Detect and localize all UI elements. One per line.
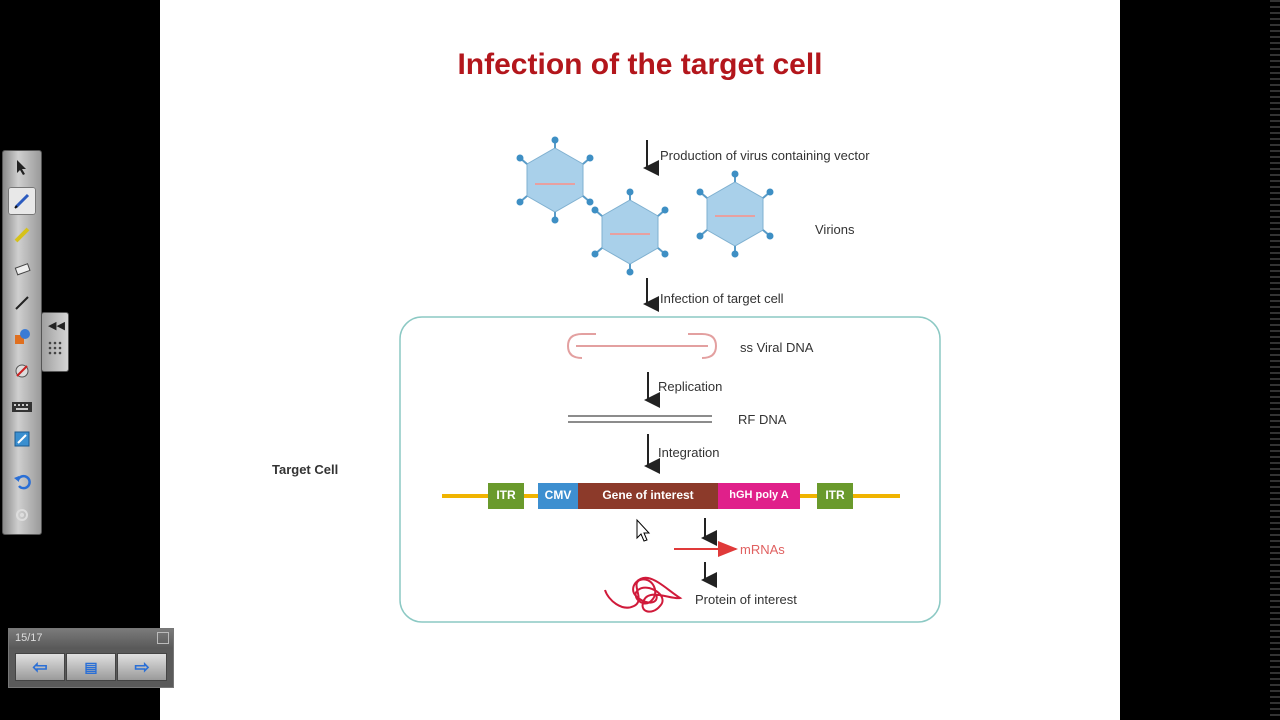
itr-right-block (817, 483, 853, 509)
diagram (399, 136, 941, 623)
settings-icon[interactable] (8, 501, 36, 529)
polya-label: hGH poly A (729, 489, 789, 501)
notebook-icon[interactable] (8, 425, 36, 453)
itr-left-block (488, 483, 524, 509)
gene-label: Gene of interest (602, 488, 694, 502)
virion-icon (696, 170, 774, 258)
rf-dna-icon (568, 415, 712, 423)
label-virions: Virions (815, 222, 855, 237)
polya-block (718, 483, 800, 509)
label-ss-viral-dna: ss Viral DNA (740, 340, 814, 355)
label-integration: Integration (658, 445, 720, 460)
target-cell-box (399, 316, 941, 623)
label-production: Production of virus containing vector (660, 148, 870, 163)
grip-icon (48, 341, 62, 355)
keyboard-icon[interactable] (8, 393, 36, 421)
eraser-icon[interactable] (8, 255, 36, 283)
pen-icon[interactable] (8, 187, 36, 215)
previous-slide-button[interactable]: ⇦ (15, 653, 65, 681)
shapes-icon[interactable] (8, 323, 36, 351)
itr-left-label: ITR (496, 488, 516, 502)
line-icon[interactable] (8, 289, 36, 317)
cmv-label: CMV (544, 488, 572, 502)
slide-menu-button[interactable]: ▤ (66, 653, 116, 681)
double-chevron-left-icon: ◀◀ (48, 320, 65, 332)
page-counter: 15/17 (15, 632, 43, 644)
label-replication: Replication (658, 379, 723, 394)
scroll-indicator (1270, 0, 1280, 720)
label-mrnas: mRNAs (740, 542, 785, 557)
cmv-block (538, 483, 578, 509)
label-infection: Infection of target cell (660, 291, 784, 306)
slide-navigator: 15/17 ⇦ ▤ ⇨ (8, 628, 174, 688)
label-protein: Protein of interest (695, 592, 797, 607)
annotation-toolbar (2, 150, 42, 535)
label-rf-dna: RF DNA (738, 412, 787, 427)
arrow-right-icon: ⇨ (134, 656, 150, 677)
virion-icon (516, 136, 594, 224)
ss-viral-dna-icon (566, 333, 718, 359)
itr-right-label: ITR (825, 488, 845, 502)
highlighter-icon[interactable] (8, 221, 36, 249)
arrow-left-icon: ⇦ (32, 656, 48, 677)
page-menu-icon: ▤ (84, 658, 98, 675)
virion-icon (591, 188, 669, 276)
toolbar-collapse-handle[interactable]: ◀◀ (41, 312, 69, 372)
gene-block (578, 483, 718, 509)
protein-icon (604, 576, 683, 613)
fill-icon[interactable] (8, 357, 36, 385)
mouse-cursor-icon (636, 518, 651, 542)
next-slide-button[interactable]: ⇨ (117, 653, 167, 681)
slide: Infection of the target cell (160, 0, 1120, 720)
slide-title: Infection of the target cell (457, 48, 823, 81)
undo-icon[interactable] (8, 467, 36, 495)
navigator-menu-icon[interactable] (157, 632, 169, 644)
label-target-cell: Target Cell (272, 462, 339, 477)
select-arrow-icon[interactable] (8, 153, 36, 181)
